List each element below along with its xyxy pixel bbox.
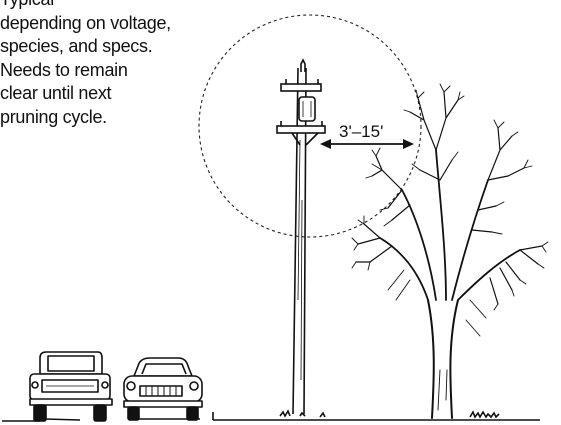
car-icon xyxy=(124,358,202,420)
ground-line xyxy=(2,411,540,421)
utility-pole-icon xyxy=(277,60,325,414)
truck-icon xyxy=(30,352,112,421)
clearance-distance-label: 3'–15' xyxy=(339,122,383,141)
